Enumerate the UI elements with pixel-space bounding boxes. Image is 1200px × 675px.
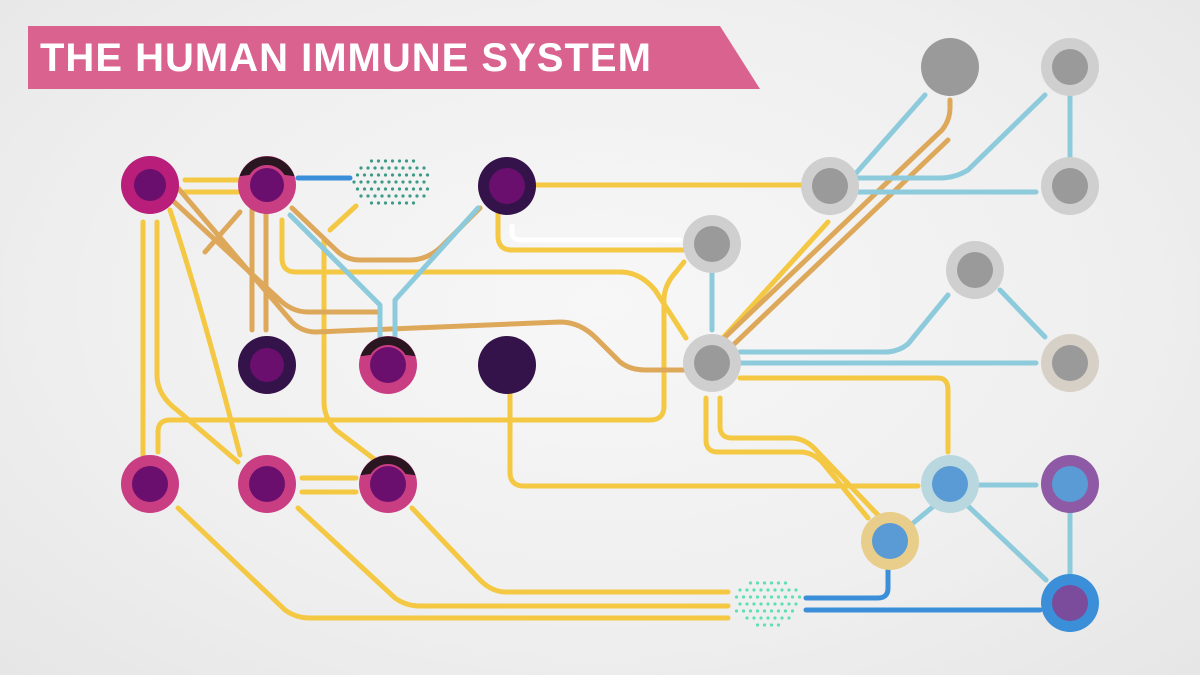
- cell-membrane-cap: [360, 336, 416, 357]
- violet-cell: [1041, 574, 1099, 632]
- connection-line: [509, 223, 683, 243]
- gray-cell: [921, 38, 979, 96]
- dotted-cluster-teal: [352, 159, 430, 205]
- pink-cell: [121, 455, 179, 513]
- connection-line: [997, 287, 1048, 340]
- page-title: THE HUMAN IMMUNE SYSTEM: [40, 36, 652, 80]
- connection-line: [167, 207, 243, 458]
- blue-cell: [1041, 455, 1099, 513]
- purple-cell: [478, 157, 536, 215]
- connection-line: [289, 205, 483, 263]
- purple-cell: [238, 336, 296, 394]
- connection-line: [327, 203, 359, 233]
- gray-cell: [683, 215, 741, 273]
- gray-cell: [1041, 334, 1099, 392]
- connection-line: [737, 292, 951, 355]
- dotted-cluster-mint: [734, 581, 802, 627]
- gray-cell: [946, 241, 1004, 299]
- connection-line: [507, 389, 921, 489]
- connection-line: [737, 375, 951, 455]
- connection-line: [909, 502, 938, 527]
- connection-line: [175, 185, 689, 373]
- connection-line: [852, 92, 1048, 181]
- connection-line: [717, 97, 953, 345]
- gray-cell: [801, 157, 859, 215]
- dark-purple-cell: [478, 336, 536, 394]
- blue-cell: [861, 512, 919, 570]
- magenta-cell: [121, 156, 179, 214]
- connection-line: [321, 237, 381, 465]
- connection-line: [295, 505, 731, 609]
- connection-line: [847, 92, 928, 183]
- connection-line: [155, 259, 687, 455]
- connection-line: [727, 137, 951, 351]
- connection-line: [287, 212, 383, 341]
- connection-line: [703, 395, 871, 521]
- connection-line: [175, 505, 731, 621]
- cell-membrane-cap: [239, 156, 295, 177]
- pink-cell: [238, 455, 296, 513]
- gray-cell: [1041, 38, 1099, 96]
- cell-membrane-cap: [360, 455, 416, 476]
- blue-cell: [921, 455, 979, 513]
- connection-line: [392, 205, 481, 341]
- connection-line: [409, 505, 731, 595]
- connection-line: [202, 209, 243, 255]
- gray-cell: [1041, 157, 1099, 215]
- gray-cell: [683, 334, 741, 392]
- connection-line: [154, 219, 241, 465]
- connection-line: [965, 503, 1049, 583]
- connection-line: [167, 195, 383, 315]
- connection-line: [495, 207, 687, 253]
- connection-line: [717, 395, 881, 518]
- connection-line: [803, 567, 891, 601]
- connection-line: [279, 217, 689, 341]
